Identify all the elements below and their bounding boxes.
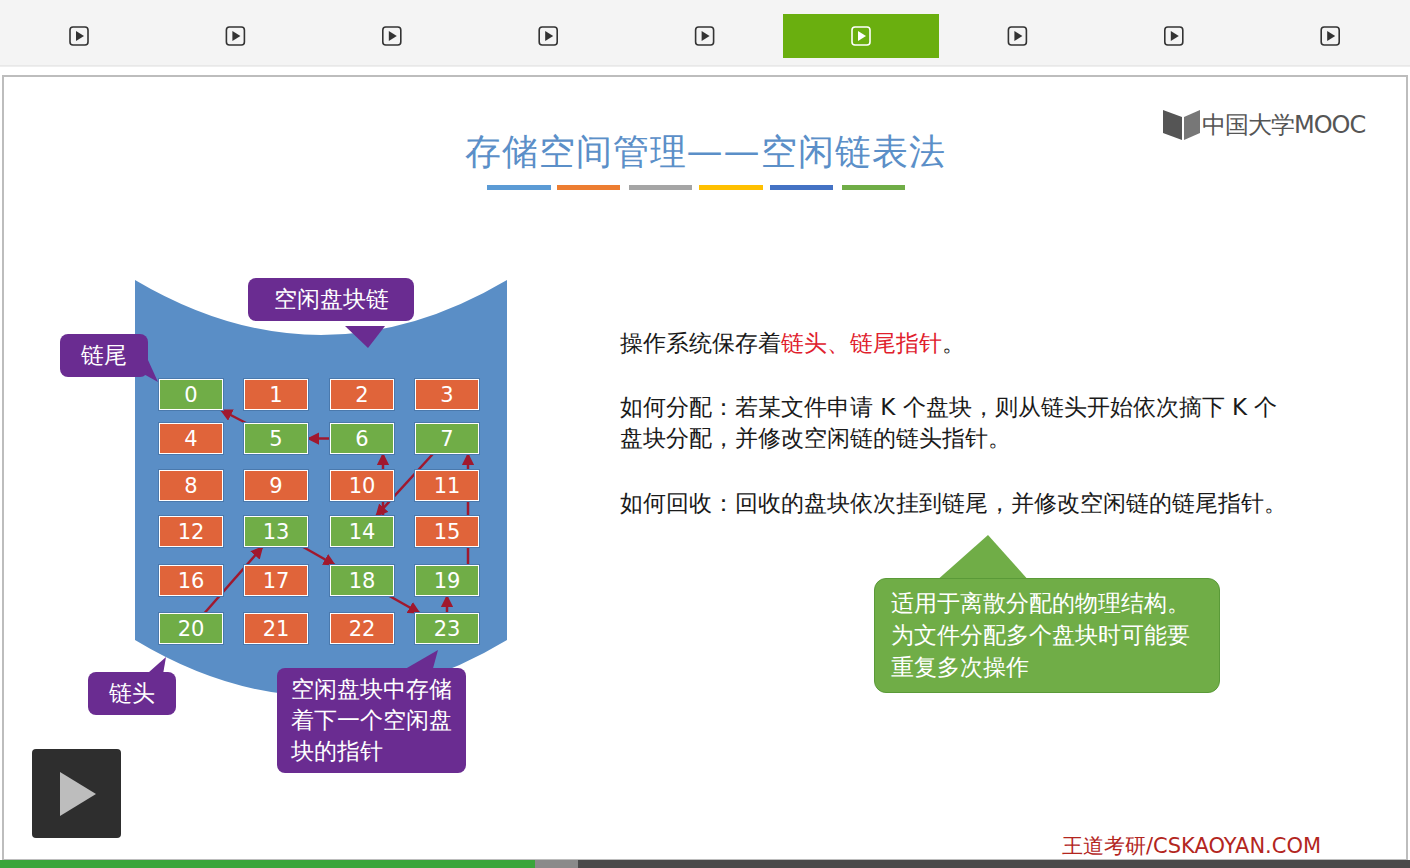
block-number: 21 bbox=[263, 617, 290, 641]
disk-block: 23 bbox=[415, 613, 479, 644]
active-tab bbox=[783, 14, 939, 58]
block-number: 14 bbox=[349, 520, 376, 544]
disk-block: 8 bbox=[159, 470, 223, 501]
progress-track bbox=[0, 860, 1410, 868]
disk-block: 22 bbox=[330, 613, 394, 644]
block-number: 6 bbox=[355, 427, 368, 451]
pointer-arrow bbox=[446, 596, 449, 613]
disk-block: 15 bbox=[415, 516, 479, 547]
block-number: 15 bbox=[434, 520, 461, 544]
block-number: 18 bbox=[349, 569, 376, 593]
logo-text: 中国大学MOOC bbox=[1202, 109, 1365, 141]
disk-block: 0 bbox=[159, 379, 223, 410]
disk-block: 14 bbox=[330, 516, 394, 547]
callout-box: 链头 bbox=[88, 672, 176, 715]
pointer-arrow bbox=[389, 596, 419, 613]
footer-text: 王道考研/CSKAOYAN.COM bbox=[1062, 832, 1321, 860]
block-number: 1 bbox=[269, 383, 282, 407]
callout-tail bbox=[345, 326, 385, 348]
body-text: 操作系统保存着 bbox=[620, 330, 781, 356]
progress-bar bbox=[0, 860, 535, 868]
disk-block: 21 bbox=[244, 613, 308, 644]
block-number: 5 bbox=[269, 427, 282, 451]
body-text: 。 bbox=[942, 330, 965, 356]
block-number: 4 bbox=[184, 427, 197, 451]
disk-block: 5 bbox=[244, 423, 308, 454]
block-number: 17 bbox=[263, 569, 290, 593]
block-number: 12 bbox=[178, 520, 205, 544]
paragraph: 如何回收：回收的盘块依次挂到链尾，并修改空闲链的链尾指针。 bbox=[620, 488, 1290, 519]
block-number: 22 bbox=[349, 617, 376, 641]
disk-block: 19 bbox=[415, 565, 479, 596]
block-number: 9 bbox=[269, 474, 282, 498]
paragraph: 操作系统保存着链头、链尾指针。 bbox=[620, 328, 1290, 359]
callout-text: 空闲盘块链 bbox=[274, 284, 389, 315]
block-number: 13 bbox=[263, 520, 290, 544]
tab-bar bbox=[0, 0, 1410, 66]
block-number: 2 bbox=[355, 383, 368, 407]
slide-title: 存储空间管理——空闲链表法 bbox=[0, 128, 1410, 177]
callout-text: 适用于离散分配的物理结构。为文件分配多个盘块时可能要重复多次操作 bbox=[891, 587, 1203, 684]
disk-block: 18 bbox=[330, 565, 394, 596]
callout-box: 空闲盘块中存储着下一个空闲盘块的指针 bbox=[277, 668, 466, 773]
body-text: 如何分配：若某文件申请 K 个盘块，则从链头开始依次摘下 K 个盘块分配，并修改… bbox=[620, 394, 1277, 451]
callout-text: 链尾 bbox=[81, 340, 127, 371]
paragraph: 如何分配：若某文件申请 K 个盘块，则从链头开始依次摘下 K 个盘块分配，并修改… bbox=[620, 392, 1290, 454]
callout-box: 空闲盘块链 bbox=[248, 278, 414, 321]
disk-block: 12 bbox=[159, 516, 223, 547]
disk-block: 20 bbox=[159, 613, 223, 644]
block-number: 7 bbox=[440, 427, 453, 451]
title-underline bbox=[487, 185, 905, 190]
block-number: 11 bbox=[434, 474, 461, 498]
disk-block: 1 bbox=[244, 379, 308, 410]
play-button bbox=[32, 749, 121, 838]
block-number: 16 bbox=[178, 569, 205, 593]
body-text: 如何回收：回收的盘块依次挂到链尾，并修改空闲链的链尾指针。 bbox=[620, 490, 1287, 516]
block-number: 10 bbox=[349, 474, 376, 498]
callout-box: 链尾 bbox=[60, 334, 148, 377]
disk-block: 16 bbox=[159, 565, 223, 596]
disk-cylinder bbox=[135, 280, 507, 696]
disk-block: 13 bbox=[244, 516, 308, 547]
pointer-arrow bbox=[221, 410, 246, 423]
block-number: 19 bbox=[434, 569, 461, 593]
slide-frame bbox=[3, 76, 1407, 860]
highlight-text: 链头、链尾指针 bbox=[781, 330, 942, 356]
disk-block: 11 bbox=[415, 470, 479, 501]
disk-block: 7 bbox=[415, 423, 479, 454]
block-number: 3 bbox=[440, 383, 453, 407]
callout-text: 空闲盘块中存储着下一个空闲盘块的指针 bbox=[291, 674, 452, 767]
disk-block: 4 bbox=[159, 423, 223, 454]
pointer-arrow bbox=[308, 437, 330, 440]
block-number: 8 bbox=[184, 474, 197, 498]
pointer-arrow bbox=[303, 547, 335, 565]
disk-block: 9 bbox=[244, 470, 308, 501]
block-number: 0 bbox=[184, 383, 197, 407]
block-number: 20 bbox=[178, 617, 205, 641]
disk-block: 6 bbox=[330, 423, 394, 454]
callout-tail bbox=[935, 535, 1030, 582]
tab-icons bbox=[70, 27, 1339, 45]
disk-block: 17 bbox=[244, 565, 308, 596]
disk-block: 3 bbox=[415, 379, 479, 410]
disk-block: 2 bbox=[330, 379, 394, 410]
note-callout: 适用于离散分配的物理结构。为文件分配多个盘块时可能要重复多次操作 bbox=[874, 578, 1220, 693]
mooc-logo-icon bbox=[1163, 110, 1200, 140]
disk-block: 10 bbox=[330, 470, 394, 501]
callout-text: 链头 bbox=[109, 678, 155, 709]
block-number: 23 bbox=[434, 617, 461, 641]
